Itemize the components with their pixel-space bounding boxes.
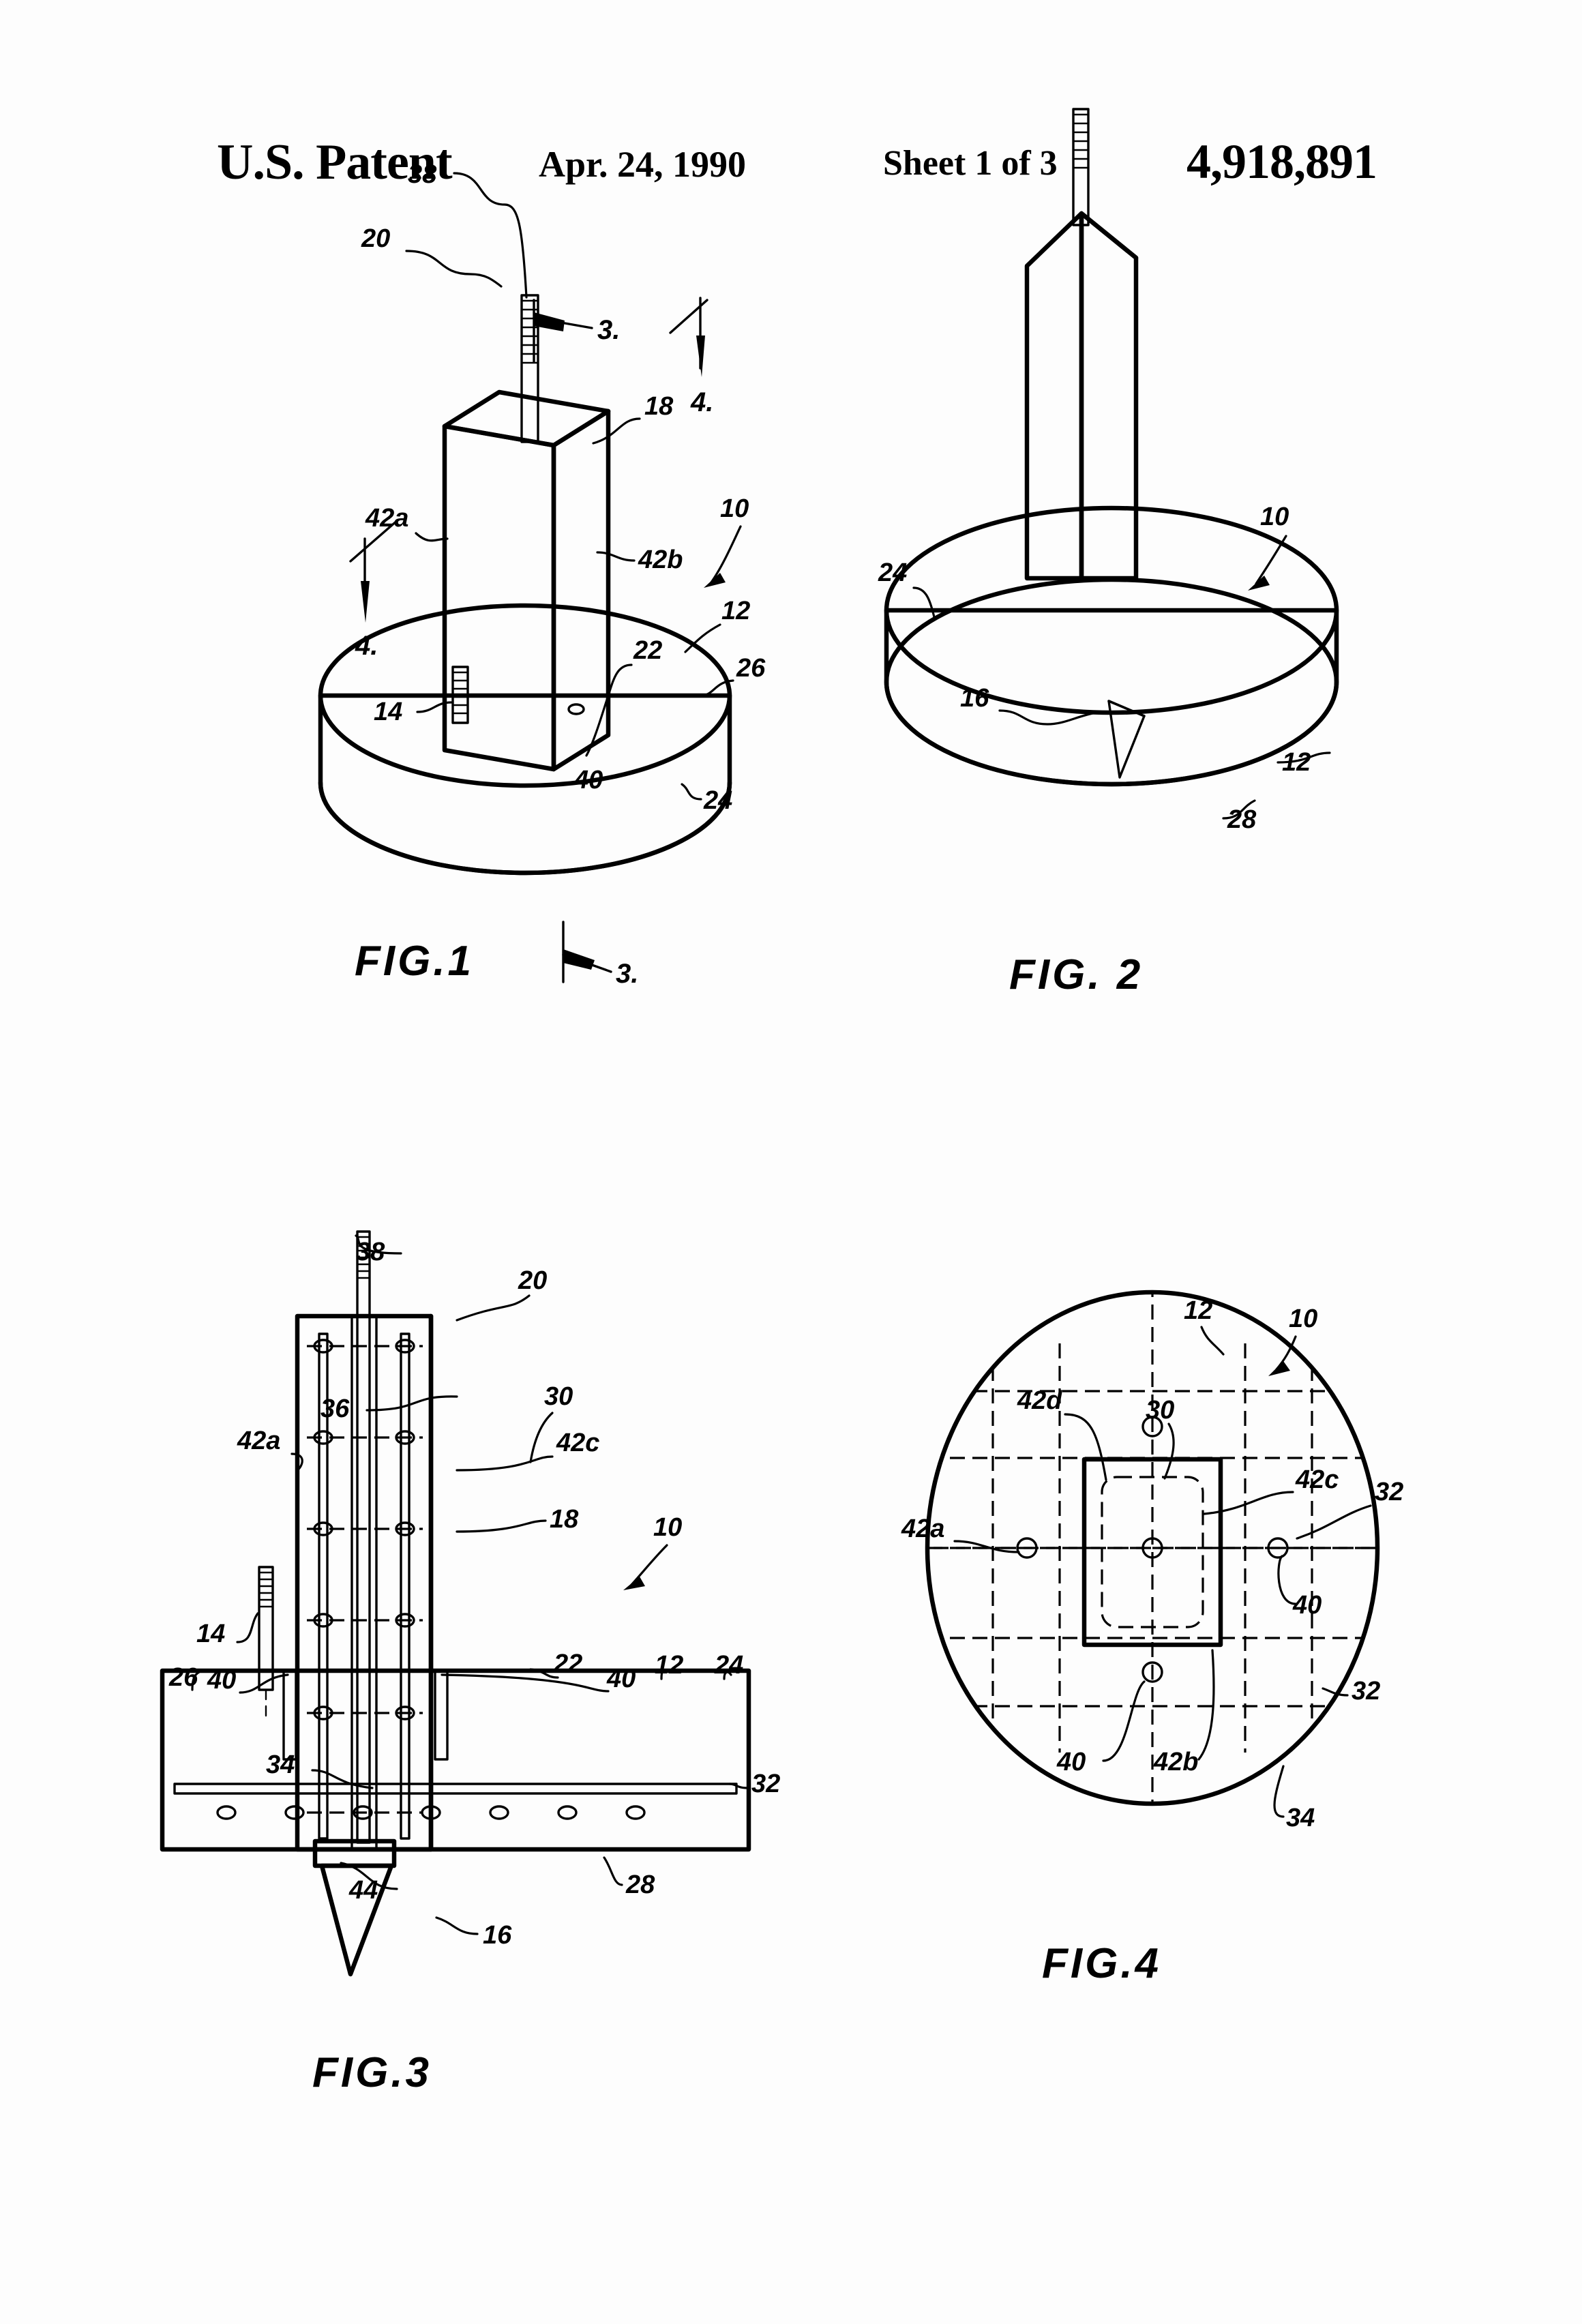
ref2-24: 24 [878, 558, 907, 587]
section-marker-3-bottom: 3. [562, 921, 638, 989]
ref3-36: 36 [320, 1395, 350, 1423]
fig4-reference-callouts: 12 10 42d 30 42c 32 42a 40 32 40 42b 34 [901, 1296, 1403, 1832]
fig3-pocket-left-40 [282, 1669, 297, 1761]
ref-12: 12 [721, 597, 750, 625]
ref3-34: 34 [266, 1751, 295, 1779]
ref3-40b: 40 [606, 1665, 636, 1693]
ref2-12: 12 [1282, 748, 1311, 777]
ref2-16: 16 [960, 684, 989, 713]
fig3-reference-callouts: 38 20 36 30 42a 42c 18 10 14 26 40 22 [168, 1234, 780, 1950]
ref3-20: 20 [518, 1266, 547, 1295]
fig4-hidden-reinforcement [927, 1292, 1377, 1804]
ref4-42a: 42a [901, 1515, 944, 1543]
patent-date: Apr. 24, 1990 [539, 144, 747, 185]
fig3-base-slab [160, 1668, 751, 1868]
section-marker-3-top: 3. [533, 299, 620, 363]
fig3-anchor-stud-14 [258, 1566, 274, 1720]
section-marker-4-top-right: 4. [669, 297, 713, 417]
ref3-18: 18 [550, 1505, 579, 1534]
ref4-40r: 40 [1292, 1591, 1322, 1620]
fig4-column-footprint-30 [1081, 1457, 1223, 1648]
sheet-indicator: Sheet 1 of 3 [883, 144, 1058, 183]
fig4-bolt-hole-right-40 [1267, 1537, 1289, 1559]
ref2-28: 28 [1227, 805, 1257, 834]
ref3-26: 26 [168, 1663, 198, 1692]
figure-1: 3. 4. 4. 3. [0, 0, 852, 1023]
fig1-threaded-rod-38 [520, 294, 539, 443]
figure-2-caption: FIG. 2 [1009, 951, 1143, 998]
ref-26: 26 [736, 654, 766, 683]
ref4-42b: 42b [1153, 1748, 1198, 1776]
fig4-inner-cage-42d [1101, 1476, 1204, 1628]
ref4-42c: 42c [1295, 1465, 1339, 1494]
ref-42a: 42a [365, 504, 408, 533]
ref3-40: 40 [207, 1666, 236, 1695]
ref-40: 40 [573, 766, 603, 794]
fig2-base-disc [884, 505, 1339, 787]
fig1-anchor-stud-14 [451, 666, 469, 724]
figure-2: 10 24 16 12 28 FIG. 2 [805, 0, 1582, 1064]
ref4-30: 30 [1146, 1396, 1174, 1425]
ref3-16: 16 [483, 1921, 512, 1950]
ref3-44: 44 [348, 1876, 378, 1905]
fig4-bolt-hole-center [1141, 1537, 1163, 1559]
ref-22: 22 [633, 636, 662, 665]
patent-office-title: U.S. Patent [217, 134, 453, 190]
ref4-32b: 32 [1352, 1677, 1380, 1705]
ref4-10: 10 [1289, 1305, 1317, 1333]
ref3-24: 24 [714, 1651, 743, 1680]
fig1-reference-callouts: 38 20 18 42a 42b 10 12 26 22 14 40 24 [361, 160, 766, 815]
patent-header: U.S. Patent Apr. 24, 1990 Sheet 1 of 3 4… [0, 134, 1582, 195]
ref4-12: 12 [1184, 1296, 1212, 1325]
ref4-40b: 40 [1056, 1748, 1086, 1776]
fig3-column-section [295, 1313, 434, 1852]
svg-text:3.: 3. [616, 959, 638, 989]
figure-3-caption: FIG.3 [312, 2049, 432, 2096]
ref3-22: 22 [553, 1650, 582, 1678]
fig4-bolt-hole-bottom-40 [1141, 1661, 1163, 1683]
ref-10: 10 [720, 494, 749, 523]
ref4-32: 32 [1375, 1478, 1403, 1506]
fig3-recess-44 [312, 1838, 397, 1868]
ref2-10: 10 [1260, 503, 1289, 531]
ref-24: 24 [703, 786, 732, 815]
ref-14: 14 [374, 698, 402, 726]
patent-number: 4,918,891 [1186, 134, 1377, 189]
fig3-conical-point-16 [319, 1863, 394, 1977]
svg-text:4.: 4. [690, 387, 713, 417]
ref3-30: 30 [544, 1382, 573, 1411]
ref3-14: 14 [196, 1620, 225, 1648]
fig3-threaded-rod-38 [356, 1230, 371, 1844]
ref3-10: 10 [653, 1513, 682, 1542]
ref3-42c: 42c [556, 1429, 599, 1457]
fig2-reference-callouts: 10 24 16 12 28 [878, 503, 1331, 834]
fig2-column [1024, 211, 1139, 581]
ref3-42a: 42a [237, 1427, 280, 1455]
ref3-38: 38 [356, 1238, 385, 1266]
ref-42b: 42b [638, 546, 683, 574]
fig2-conical-point-16 [1107, 700, 1146, 779]
ref3-12: 12 [655, 1651, 683, 1680]
figure-1-caption: FIG.1 [355, 938, 474, 985]
ref-20: 20 [361, 224, 390, 253]
fig3-pocket-right-40 [434, 1669, 449, 1761]
fig4-bolt-hole-left-40 [1016, 1537, 1038, 1559]
section-marker-4-left: 4. [349, 519, 399, 661]
ref3-28: 28 [625, 1871, 655, 1899]
figure-3: 38 20 36 30 42a 42c 18 10 14 26 40 22 [136, 1200, 859, 2264]
fig4-bolt-hole-top-40 [1141, 1416, 1163, 1437]
figure-4: 12 10 42d 30 42c 32 42a 40 32 40 42b 34 [825, 1221, 1582, 2216]
ref-38: 38 [408, 160, 437, 189]
svg-text:3.: 3. [597, 315, 620, 345]
fig1-base-disc [318, 603, 732, 876]
ref4-34: 34 [1286, 1804, 1315, 1832]
fig3-tie-bars [307, 1339, 423, 1814]
figure-4-caption: FIG.4 [1042, 1940, 1161, 1987]
fig2-threaded-rod-38 [1072, 108, 1090, 226]
fig1-hole-22 [567, 703, 585, 715]
fig1-column [442, 389, 611, 772]
ref4-42d: 42d [1017, 1386, 1062, 1415]
ref3-32: 32 [751, 1770, 780, 1798]
ref-18: 18 [644, 392, 674, 421]
